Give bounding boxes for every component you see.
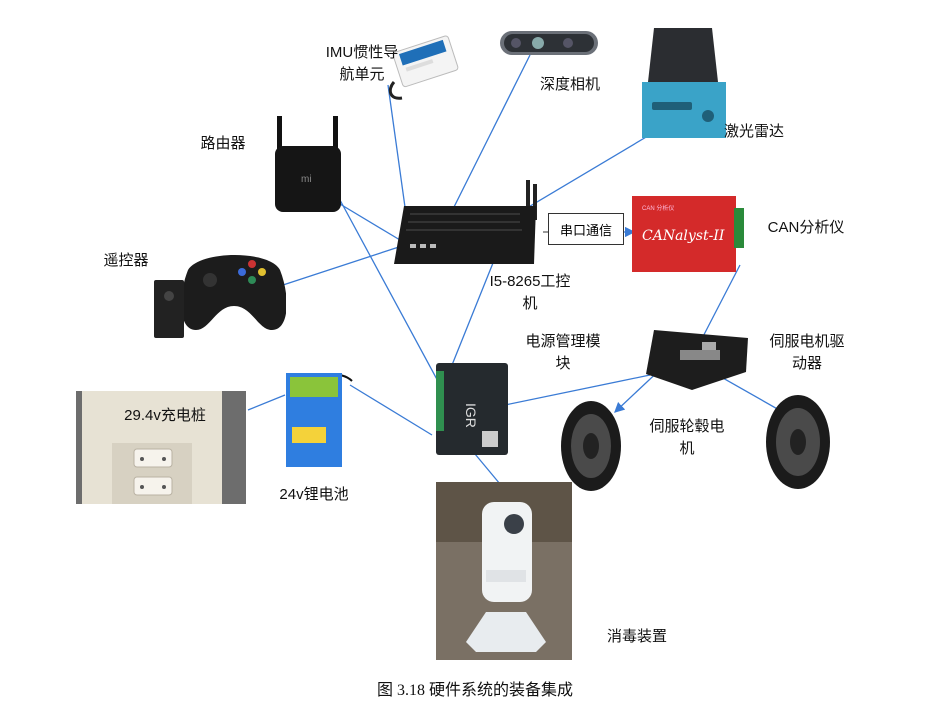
canalyst-brand: CAN 分析仪 xyxy=(642,204,674,212)
battery-device xyxy=(286,373,353,467)
ipc-device xyxy=(394,180,537,264)
power-module-brand: IGR xyxy=(463,403,479,428)
router-device: mi xyxy=(275,116,341,212)
figure-caption: 图 3.18 硬件系统的装备集成 xyxy=(376,682,573,699)
wire-remote xyxy=(282,244,406,286)
label-power-module: 电源管理模 块 xyxy=(525,333,601,372)
wire-ipc-power xyxy=(449,257,496,371)
charger-device xyxy=(76,391,246,504)
wire-router-power xyxy=(339,199,441,386)
can-analyzer-device: CANalyst-II CAN 分析仪 xyxy=(632,196,744,272)
wire-battery-power xyxy=(349,384,433,436)
label-imu: IMU惯性导 航单元 xyxy=(325,44,399,83)
svg-text:mi: mi xyxy=(301,174,312,185)
label-ipc: I5-8265工控 机 xyxy=(489,273,571,312)
imu-device xyxy=(388,35,459,100)
hub-motor-right xyxy=(766,395,830,489)
label-router: 路由器 xyxy=(200,135,246,152)
disinfector-device xyxy=(436,482,572,660)
serial-comm-box: 串口通信 xyxy=(548,213,624,245)
remote-controller-device xyxy=(154,255,286,338)
canalyst-label: CANalyst-II xyxy=(642,228,725,244)
label-servo-driver: 伺服电机驱 动器 xyxy=(769,333,845,372)
lidar-device xyxy=(642,28,726,138)
wire-charger-battery xyxy=(247,394,286,411)
servo-driver-device xyxy=(646,330,748,390)
hub-motor-left xyxy=(561,401,621,491)
label-disinfector: 消毒装置 xyxy=(606,628,667,645)
power-module-device: IGR xyxy=(436,363,508,455)
label-battery: 24v锂电池 xyxy=(279,486,349,503)
label-depth-camera: 深度相机 xyxy=(539,76,600,93)
depth-camera-device xyxy=(500,31,598,55)
label-lidar: 激光雷达 xyxy=(723,123,784,140)
wire-power-driver xyxy=(504,374,651,406)
label-remote: 遥控器 xyxy=(103,252,149,269)
label-charger: 29.4v充电桩 xyxy=(124,407,206,424)
label-hub-motor: 伺服轮毂电 机 xyxy=(649,418,725,457)
label-can-analyzer: CAN分析仪 xyxy=(767,219,845,236)
